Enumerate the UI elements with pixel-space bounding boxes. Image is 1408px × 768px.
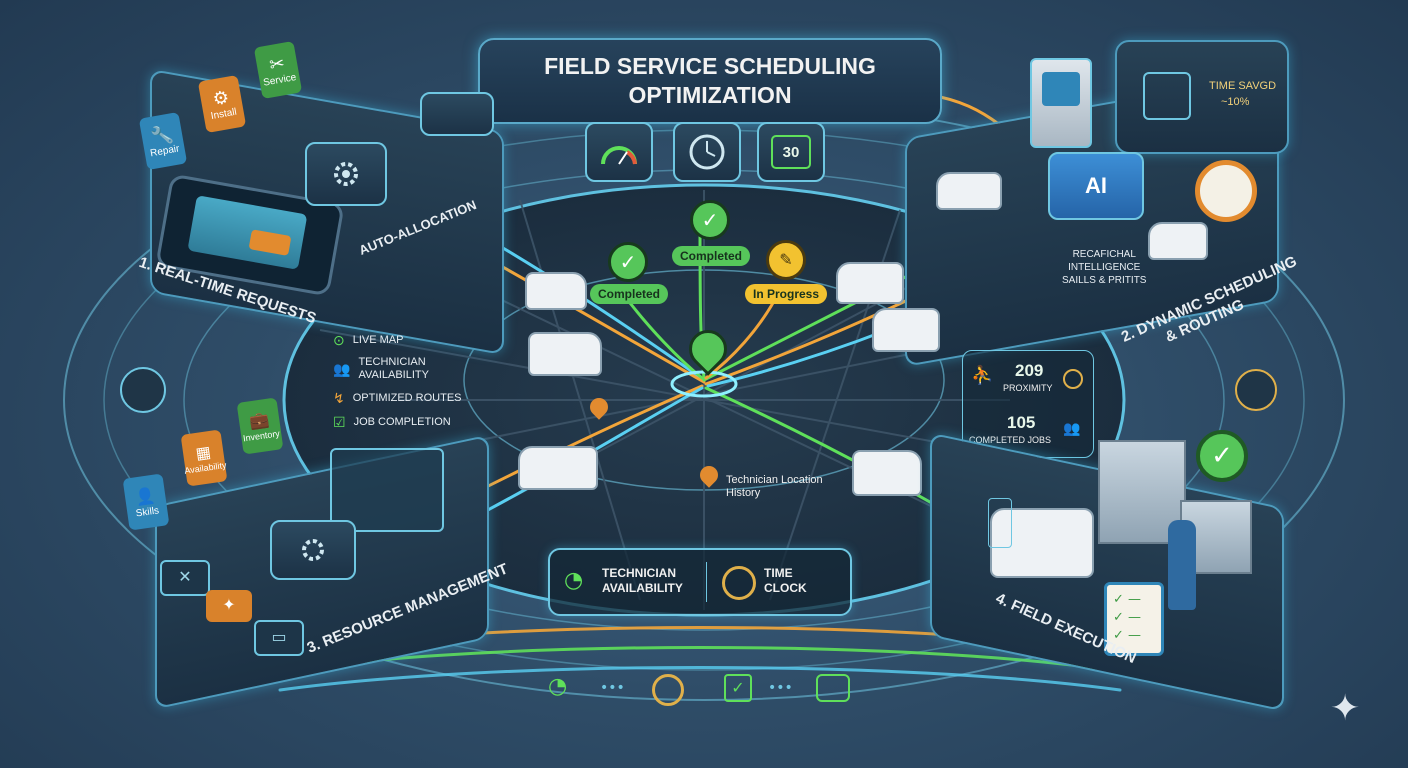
server-icon: [1030, 58, 1092, 148]
van-icon: [528, 332, 602, 376]
van-icon: [990, 508, 1094, 578]
legend-label: OPTIMIZED ROUTES: [352, 392, 462, 404]
location-history-line-1: Technician Location: [726, 474, 823, 486]
clock-line-1: TIME: [764, 566, 793, 580]
stats-box: ⛹ 209 PROXIMITY 105 COMPLETED JOBS 👥: [962, 350, 1094, 458]
cpu-icon: [1143, 72, 1191, 120]
legend-box: ⊙ LIVE MAP 👥 TECHNICIAN AVAILABILITY ↯ O…: [325, 322, 501, 440]
calendar-icon: 30: [757, 122, 825, 182]
completed-pin-icon: ✓: [608, 242, 648, 282]
processor-icon: [420, 92, 494, 136]
availability-label: Availability: [183, 460, 228, 476]
location-history-caption: Technician Location History: [726, 474, 823, 500]
ai-caption-line-1: RECAFICHAL: [1072, 249, 1136, 260]
title-line-2: OPTIMIZATION: [628, 82, 792, 108]
van-icon: [872, 308, 940, 352]
legend-label: TECHNICIAN AVAILABILITY: [358, 356, 429, 381]
truck-icon: ▭: [254, 620, 304, 656]
completed-badge: Completed: [672, 246, 751, 266]
team-icon: ✦: [206, 590, 252, 622]
time-clock-text: TIME CLOCK: [764, 566, 807, 596]
time-saved-label: TIME SAVGD: [1209, 80, 1277, 92]
proximity-label: PROXIMITY: [1003, 383, 1053, 393]
legend-label: JOB COMPLETION: [353, 416, 451, 428]
van-icon: [936, 172, 1002, 210]
skills-tile: 👤 Skills: [122, 473, 170, 531]
analytics-screen: [330, 448, 444, 532]
divider: [706, 562, 707, 602]
time-saved-value: ~10%: [1221, 96, 1250, 108]
inventory-label: Inventory: [242, 428, 281, 444]
bottom-status-bar: ◔ TECHNICIAN AVAILABILITY TIME CLOCK: [548, 548, 852, 616]
title-line-1: FIELD SERVICE SCHEDULING: [544, 53, 876, 79]
tools-icon: ✕: [160, 560, 210, 596]
ai-caption-line-2: INTELLIGENCE: [1068, 262, 1141, 273]
dots-icon: •••: [600, 680, 625, 696]
van-icon: [1148, 222, 1208, 260]
route-icon: ↯: [333, 389, 345, 406]
gear-icon: ⚙: [211, 86, 231, 110]
clock-line-2: CLOCK: [764, 581, 807, 595]
technician-icon: 👥: [333, 360, 351, 377]
legend-item: ☑ JOB COMPLETION: [333, 410, 493, 434]
auto-allocation-chip-icon: [305, 142, 387, 206]
technician-figure-icon: [1168, 520, 1196, 610]
tech-line-1: TECHNICIAN: [602, 566, 676, 580]
service-label: Service: [262, 72, 298, 89]
van-icon: [525, 272, 587, 310]
ai-chip: AI: [1048, 152, 1144, 220]
time-saved-screen: TIME SAVGD ~10%: [1115, 40, 1289, 154]
completed-badge: Completed: [590, 284, 669, 304]
ai-caption: RECAFICHAL INTELLIGENCE SAILLS & PRITITS: [1062, 248, 1146, 287]
van-icon: [836, 262, 904, 304]
van-icon: [518, 446, 598, 490]
skills-label: Skills: [135, 504, 160, 519]
checkbox-icon: ✓: [724, 674, 752, 702]
map-pin-icon: ⊙: [333, 331, 345, 348]
title-banner: FIELD SERVICE SCHEDULING OPTIMIZATION: [478, 38, 942, 124]
inventory-tile: 💼 Inventory: [236, 397, 284, 455]
checklist-icon: ✓ —✓ —✓ —: [1104, 582, 1164, 656]
in-progress-badge: In Progress: [745, 284, 828, 304]
right-node: [1235, 369, 1277, 411]
team-icon: 👥: [1063, 421, 1081, 437]
van-icon: [852, 450, 922, 496]
legend-item: 👥 TECHNICIAN AVAILABILITY: [333, 352, 493, 386]
ai-caption-line-3: SAILLS & PRITITS: [1062, 275, 1147, 286]
gauge-icon: [1063, 369, 1083, 389]
dots-icon: •••: [768, 680, 793, 696]
person-icon: ⛹: [971, 365, 994, 386]
legend-item: ⊙ LIVE MAP: [333, 328, 493, 352]
ai-chip-label: AI: [1085, 173, 1107, 198]
legend-item: ↯ OPTIMIZED ROUTES: [333, 386, 493, 410]
sparkle-icon: ✦: [1330, 688, 1361, 729]
tech-line-2: AVAILABILITY: [602, 581, 683, 595]
calendar-day: 30: [771, 135, 811, 169]
clock-icon: [652, 674, 684, 706]
stopwatch-icon: [1195, 160, 1257, 222]
completed-jobs-label: COMPLETED JOBS: [969, 435, 1052, 445]
calendar-icon: ▦: [194, 444, 213, 464]
clock-icon: [673, 122, 741, 182]
document-icon: [988, 498, 1012, 548]
tools-icon: ✂: [267, 52, 287, 76]
van-icon: [816, 674, 850, 702]
technician-availability-text: TECHNICIAN AVAILABILITY: [602, 566, 683, 596]
speedometer-icon: [585, 122, 653, 182]
clock-icon: [722, 566, 756, 600]
check-icon: ☑: [333, 413, 346, 430]
availability-tile: ▦ Availability: [180, 429, 228, 487]
completion-check-icon: ✓: [1196, 430, 1248, 482]
location-history-line-2: History: [726, 487, 761, 499]
proximity-value: 209: [1015, 361, 1044, 380]
in-progress-pin-icon: ✎: [766, 240, 806, 280]
left-node: [120, 367, 166, 413]
resource-chip-icon: [270, 520, 356, 580]
completed-jobs-value: 105: [1007, 413, 1036, 432]
speedometer-icon: ◔: [548, 674, 568, 699]
speedometer-icon: ◔: [564, 568, 584, 593]
legend-label: LIVE MAP: [352, 334, 404, 346]
completed-pin-icon: ✓: [690, 200, 730, 240]
